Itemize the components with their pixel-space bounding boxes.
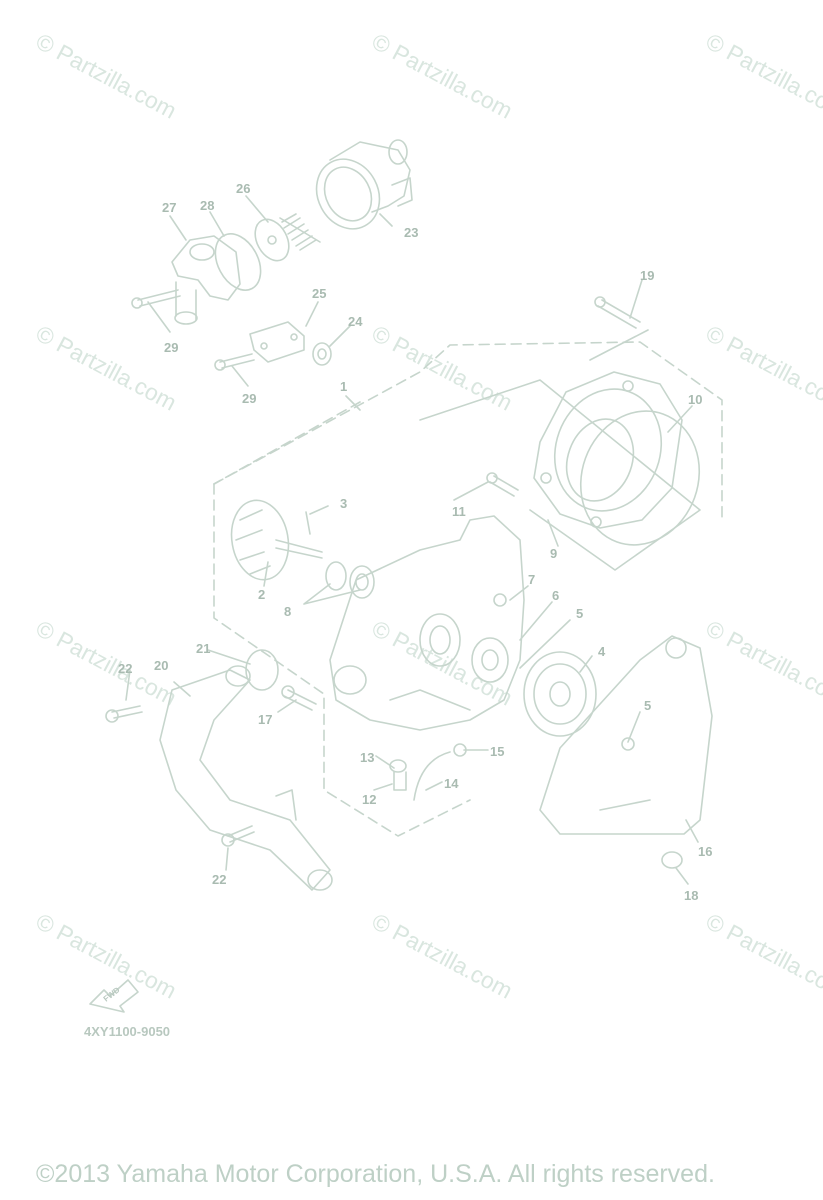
callout-label: 10 [688,392,702,407]
callout-label: 25 [312,286,326,301]
bolt-part[interactable] [131,289,181,309]
callout-label: 13 [360,750,374,765]
cap-part[interactable] [661,851,683,869]
callout-label: 16 [698,844,712,859]
side-cover-part[interactable] [539,635,713,835]
callout-label: 29 [242,391,256,406]
drain-bolt-part[interactable] [389,759,407,791]
callout-label: 27 [162,200,176,215]
callout-label: 6 [552,588,559,603]
bolt-part[interactable] [594,296,641,329]
callout-label: 24 [348,314,363,329]
hose-part[interactable] [413,751,451,801]
callout-label: 22 [118,661,132,676]
gear-part[interactable] [523,651,597,737]
callout-label: 4 [598,644,606,659]
thermostat-cover-part[interactable] [171,235,241,325]
diagram-code: 4XY1100-9050 [84,1024,171,1039]
callout-label: 3 [340,496,347,511]
o-ring-part[interactable] [245,649,279,691]
impeller-part[interactable] [225,496,323,585]
coolant-pipe-part[interactable] [159,665,333,891]
pin-part[interactable] [305,511,311,535]
bolt-part[interactable] [214,353,255,371]
callout-label: 26 [236,181,250,196]
bolt-part[interactable] [486,472,519,497]
copyright-notice: ©2013 Yamaha Motor Corporation, U.S.A. A… [36,1160,715,1188]
callout-label: 17 [258,712,272,727]
callout-label: 18 [684,888,698,903]
o-ring-part[interactable] [562,394,718,561]
callout-label: 12 [362,792,376,807]
pump-housing-part[interactable] [533,371,683,529]
callout-label: 9 [550,546,557,561]
callout-label: 28 [200,198,214,213]
callout-label: 7 [528,572,535,587]
thermostat-part[interactable] [248,213,321,267]
assembly-outline [213,341,723,837]
callout-label: 29 [164,340,178,355]
callout-label: 21 [196,641,210,656]
bolt-part[interactable] [281,685,317,711]
callout-label: 5 [644,698,651,713]
pump-body-part[interactable] [329,515,525,731]
callout-label: 14 [444,776,459,791]
callout-label: 1 [340,379,347,394]
callout-label: 19 [640,268,654,283]
callout-label: 11 [452,504,466,519]
callout-label: 5 [576,606,583,621]
grommet-part[interactable] [312,342,332,366]
bracket-part[interactable] [249,321,305,363]
bolt-part[interactable] [221,825,255,847]
thermostat-housing-part[interactable] [305,139,413,240]
callout-label: 22 [212,872,226,887]
fwd-arrow-icon: FWD [89,979,139,1013]
callout-label: 2 [258,587,265,602]
bolt-part[interactable] [105,705,143,723]
callout-label: 20 [154,658,168,673]
callout-label: 15 [490,744,504,759]
callout-label: 8 [284,604,291,619]
callout-label: 23 [404,225,418,240]
